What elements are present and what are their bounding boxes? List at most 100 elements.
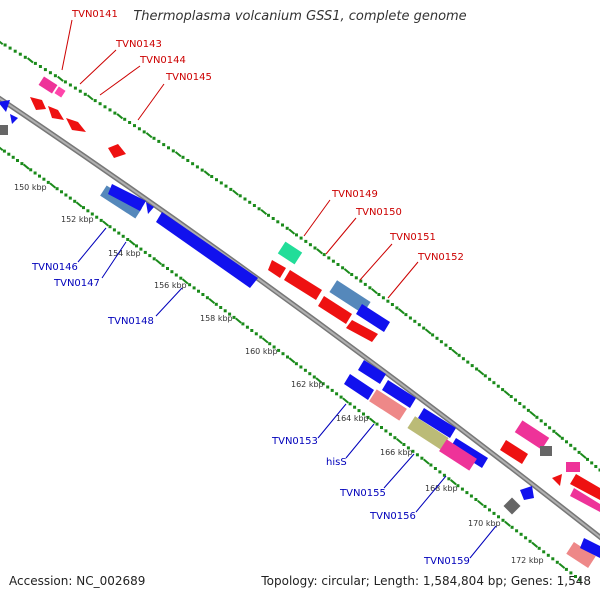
- gene-label: TVN0156: [369, 511, 416, 522]
- tick-mark: [326, 385, 330, 389]
- tick-mark: [46, 180, 50, 184]
- tick-mark: [205, 296, 209, 300]
- gene-label: TVN0153: [271, 436, 318, 447]
- scale-labels: 150 kbp 152 kbp 154 kbp 156 kbp 158 kbp …: [14, 183, 544, 565]
- tick-mark: [497, 515, 500, 519]
- tick-mark: [483, 374, 487, 378]
- tick-mark: [417, 323, 421, 327]
- tick-mark: [215, 178, 218, 182]
- tick-mark: [259, 335, 263, 339]
- gene-feature: [407, 416, 449, 450]
- tick-mark: [514, 398, 517, 402]
- tick-mark: [368, 286, 372, 290]
- tick-mark-major: [145, 132, 153, 139]
- tick-mark: [191, 162, 195, 166]
- tick-mark: [535, 415, 539, 419]
- gene-label: TVN0145: [165, 72, 212, 83]
- tick-mark: [285, 226, 289, 230]
- tick-mark: [433, 467, 437, 470]
- tick-mark: [509, 395, 513, 398]
- tick-mark: [384, 429, 388, 433]
- tick-mark: [86, 209, 90, 213]
- accession-text: Accession: NC_002689: [9, 574, 146, 588]
- tick-mark: [257, 207, 261, 211]
- tick-mark-major: [424, 328, 432, 335]
- tick-mark: [224, 184, 228, 188]
- leader-line: [383, 453, 415, 489]
- tick-mark: [232, 315, 236, 319]
- tick-mark: [171, 149, 175, 153]
- tick-mark: [113, 111, 117, 115]
- tick-mark: [210, 175, 214, 178]
- scale-label: 150 kbp: [14, 183, 47, 192]
- tick-mark: [192, 286, 196, 290]
- tick-mark: [335, 392, 339, 396]
- scale-label: 152 kbp: [61, 215, 94, 224]
- tick-mark: [350, 273, 354, 276]
- gene-feature: [580, 538, 600, 558]
- tick-mark: [565, 440, 568, 444]
- tick-mark: [38, 174, 41, 178]
- tick-mark: [393, 436, 397, 440]
- tick-mark: [439, 340, 443, 344]
- tick-mark: [90, 212, 94, 216]
- tick-mark-major: [232, 189, 239, 196]
- tick-mark: [200, 168, 204, 172]
- gene-feature: [54, 86, 66, 98]
- leader-line: [303, 199, 331, 237]
- tick-mark: [254, 332, 258, 336]
- tick-mark-major: [558, 562, 566, 569]
- tick-mark: [170, 270, 174, 274]
- tick-mark-major: [531, 541, 539, 548]
- tick-mark: [569, 443, 573, 447]
- tick-mark: [341, 266, 345, 270]
- tick-mark: [142, 130, 146, 134]
- tick-mark: [55, 187, 59, 191]
- tick-mark: [312, 375, 316, 379]
- gene-feature: [540, 446, 552, 456]
- tick-mark: [60, 190, 63, 194]
- gene-feature: [329, 280, 371, 314]
- tick-mark: [322, 253, 326, 257]
- tick-mark: [73, 86, 77, 90]
- gene-feature: [0, 100, 10, 112]
- tick-mark: [488, 377, 492, 381]
- leader-line: [317, 403, 347, 439]
- tick-mark: [286, 355, 289, 359]
- gene-features: [0, 76, 600, 568]
- tick-mark: [214, 302, 218, 306]
- tick-mark: [121, 234, 125, 238]
- tick-mark: [336, 263, 340, 266]
- tick-mark-major: [181, 278, 189, 285]
- gene-feature: [566, 542, 596, 568]
- tick-mark: [93, 99, 97, 103]
- tick-mark: [354, 276, 358, 280]
- tick-mark: [551, 557, 555, 561]
- tick-mark: [519, 532, 523, 536]
- gene-feature: [552, 474, 562, 486]
- tick-mark-major: [174, 151, 182, 158]
- tick-mark: [402, 443, 406, 446]
- gene-feature: [503, 497, 521, 515]
- gene-feature: [566, 462, 580, 472]
- tick-mark: [103, 105, 107, 109]
- tick-mark: [590, 461, 594, 465]
- tick-mark: [38, 65, 42, 68]
- gene-feature: [346, 320, 378, 342]
- tick-mark-major: [288, 357, 296, 364]
- tick-mark: [359, 279, 363, 283]
- tick-mark: [560, 436, 564, 440]
- tick-mark: [48, 71, 52, 75]
- tick-mark: [7, 152, 11, 156]
- gene-feature: [570, 488, 600, 512]
- tick-mark: [241, 322, 245, 326]
- tick-mark: [431, 333, 435, 337]
- tick-mark: [594, 465, 598, 468]
- tick-mark: [29, 168, 33, 172]
- tick-mark: [16, 159, 19, 162]
- tick-mark: [438, 470, 442, 474]
- tick-mark-major: [0, 38, 4, 46]
- tick-mark: [73, 199, 77, 203]
- gene-label: TVN0143: [115, 39, 162, 50]
- tick-mark: [308, 372, 312, 376]
